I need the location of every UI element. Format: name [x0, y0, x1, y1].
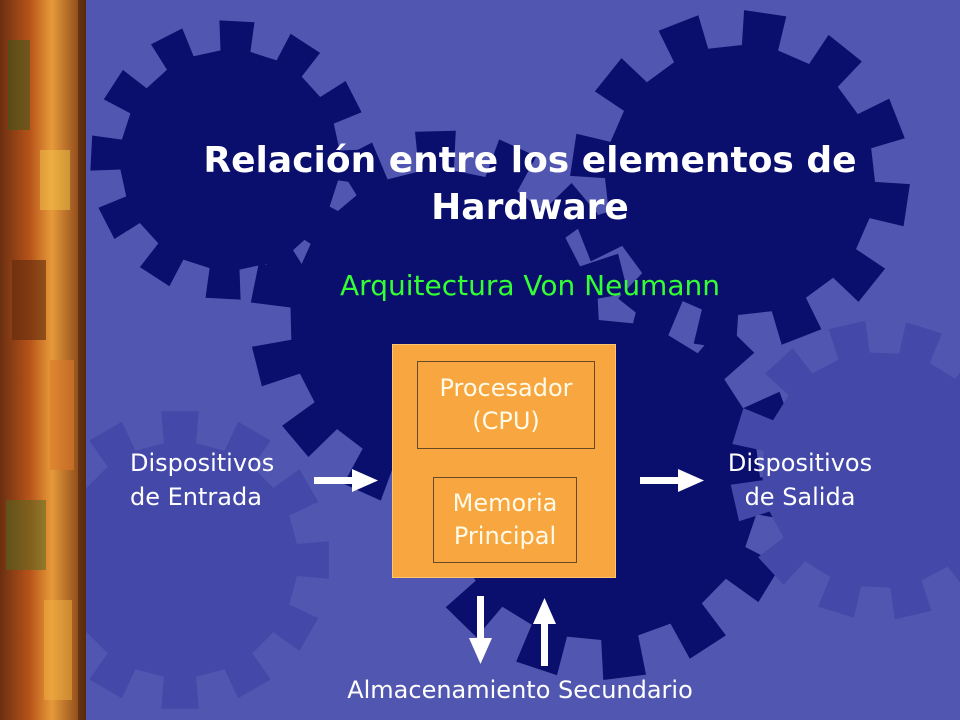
processor-abbrev: (CPU) [472, 407, 540, 435]
up-arrow-icon [533, 598, 556, 666]
gear-shape [570, 10, 910, 350]
secondary-storage-label: Almacenamiento Secundario [347, 676, 693, 704]
memory-label-line2: Principal [453, 522, 557, 550]
main-memory-box: Memoria Principal [433, 477, 577, 563]
output-devices-label: Dispositivos de Salida [700, 446, 900, 514]
memory-label-line1: Memoria [452, 489, 558, 517]
down-arrow-icon [469, 596, 492, 664]
slide-title: Relación entre los elementos de Hardware [203, 140, 857, 228]
gear-shape [90, 20, 370, 300]
input-devices-line1: Dispositivos [130, 449, 275, 477]
output-arrow-icon [640, 469, 704, 492]
input-arrow-icon [314, 469, 378, 492]
gear-shape [31, 411, 329, 709]
output-devices-line2: de Salida [744, 483, 856, 511]
processor-box: Procesador (CPU) [417, 361, 595, 449]
output-devices-line1: Dispositivos [727, 449, 873, 477]
processor-label: Procesador [439, 374, 573, 402]
left-texture-stripe [0, 0, 86, 720]
gear-shape [730, 320, 960, 620]
input-devices-line2: de Entrada [130, 483, 262, 511]
input-devices-label: Dispositivos de Entrada [130, 446, 330, 514]
slide-subtitle: Arquitectura Von Neumann [340, 269, 720, 302]
computer-block: Procesador (CPU) Memoria Principal [392, 344, 616, 578]
